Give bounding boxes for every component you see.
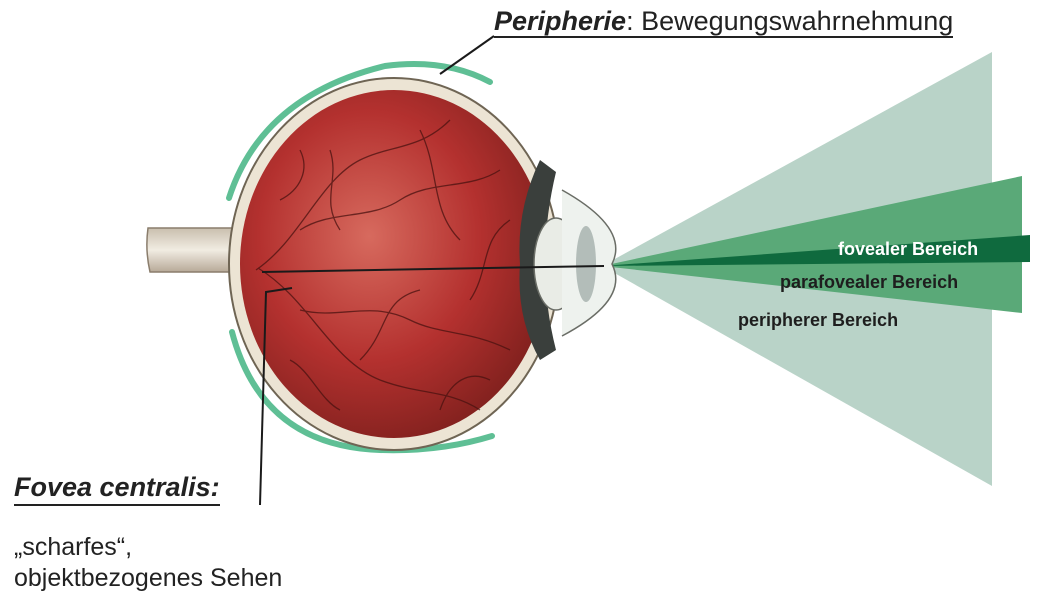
fovea-description: „scharfes“, objektbezogenes Sehen bbox=[14, 532, 282, 594]
peripheral-zone-label: peripherer Bereich bbox=[738, 310, 898, 331]
foveal-zone-label: fovealer Bereich bbox=[838, 239, 978, 260]
fovea-description-line-2: objektbezogenes Sehen bbox=[14, 563, 282, 594]
periphery-callout-line bbox=[440, 36, 494, 74]
fovea-description-line-1: „scharfes“, bbox=[14, 532, 282, 563]
periphery-label: Peripherie: Bewegungswahrnehmung bbox=[494, 4, 953, 38]
parafoveal-zone-label: parafovealer Bereich bbox=[780, 272, 958, 293]
fovea-term: Fovea centralis bbox=[14, 472, 211, 502]
periphery-term: Peripherie bbox=[494, 6, 626, 36]
eyeball-interior bbox=[240, 90, 548, 438]
iris bbox=[576, 226, 596, 302]
periphery-label-underline: Peripherie: Bewegungswahrnehmung bbox=[494, 6, 953, 38]
periphery-description: : Bewegungswahrnehmung bbox=[626, 6, 953, 36]
fovea-colon: : bbox=[211, 472, 220, 502]
optic-nerve bbox=[147, 228, 242, 272]
fovea-label: Fovea centralis: bbox=[14, 470, 220, 506]
